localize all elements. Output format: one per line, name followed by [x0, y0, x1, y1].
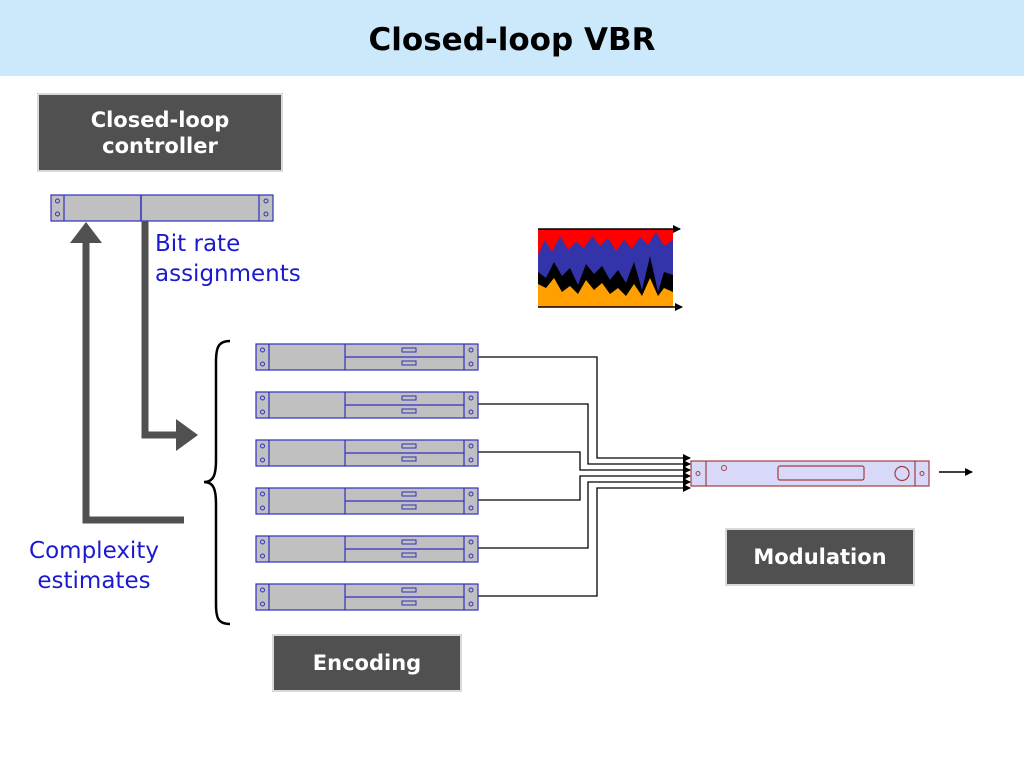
- encoder-group-brace: [203, 339, 231, 626]
- slide-title: Closed-loop VBR: [368, 22, 656, 58]
- complexity-line2: estimates: [37, 568, 151, 594]
- encoder-rack-unit: [255, 583, 479, 611]
- controller-box-line1: Closed-loop: [90, 107, 230, 132]
- bit-rate-assignments-label: Bit rate assignments: [155, 229, 301, 289]
- encoder-rack-unit: [255, 535, 479, 563]
- controller-box: Closed-loop controller: [37, 93, 283, 172]
- complexity-line1: Complexity: [29, 538, 159, 564]
- complexity-estimates-label: Complexity estimates: [22, 536, 166, 596]
- modulator-unit: [690, 460, 930, 487]
- title-bar: [0, 0, 1024, 76]
- bit-rate-line2: assignments: [155, 261, 301, 287]
- encoder-rack-unit: [255, 487, 479, 515]
- bit-rate-arrow: [141, 221, 198, 451]
- modulation-box: Modulation: [725, 528, 915, 586]
- encoder-rack-unit: [255, 439, 479, 467]
- encoder-rack-unit: [255, 343, 479, 371]
- controller-rack-unit: [50, 194, 274, 222]
- controller-box-line2: controller: [102, 133, 218, 158]
- encoder-output-lines: [478, 356, 691, 597]
- encoding-box: Encoding: [272, 634, 462, 692]
- complexity-feedback-arrow: [70, 222, 184, 524]
- multiplex-stream-graphic: [538, 225, 683, 311]
- encoder-rack-units: [255, 343, 479, 611]
- bit-rate-line1: Bit rate: [155, 231, 241, 257]
- encoder-rack-unit: [255, 391, 479, 419]
